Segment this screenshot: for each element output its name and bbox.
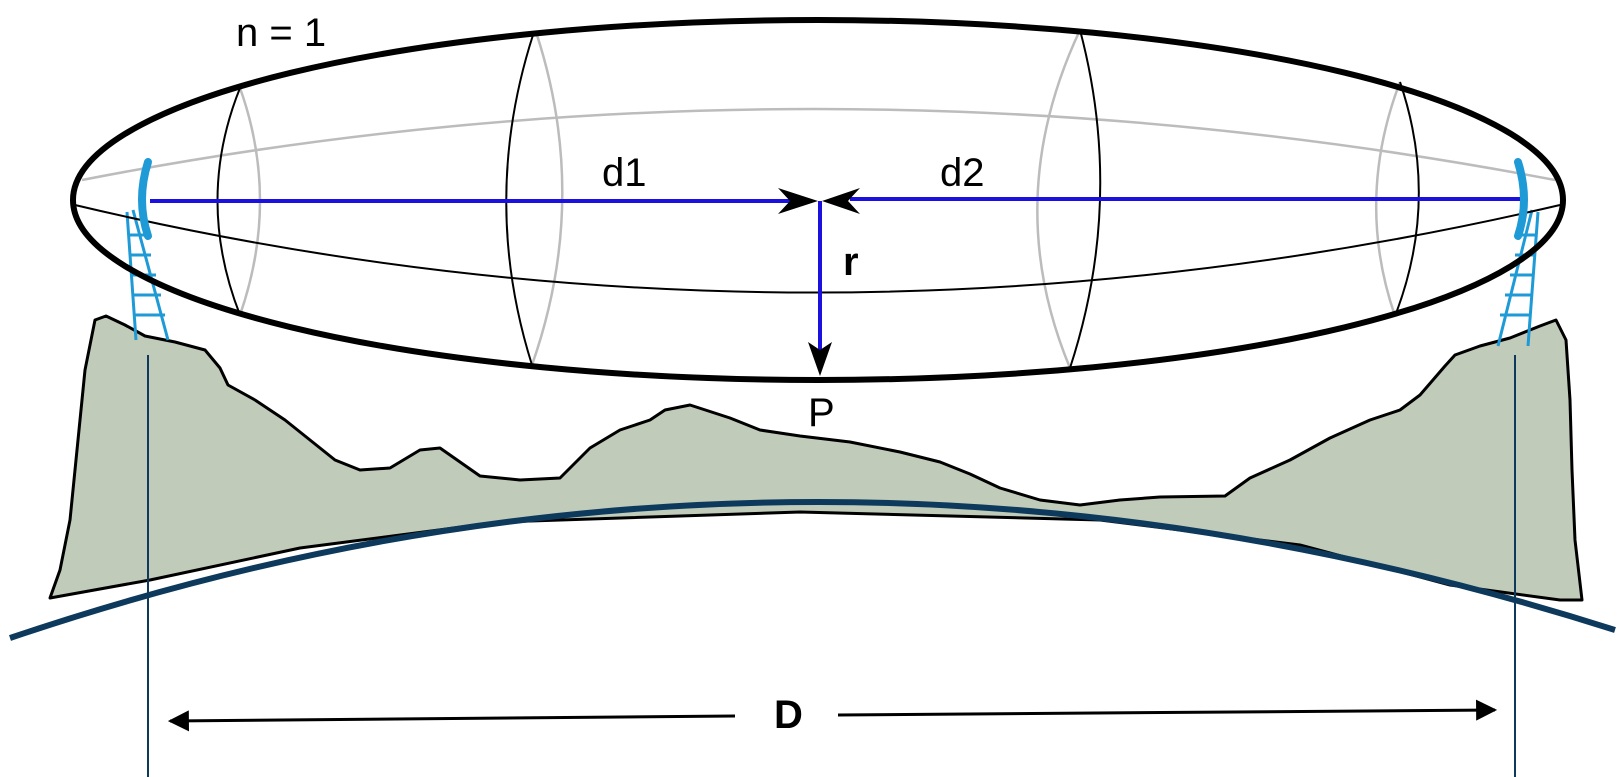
d1-label: d1 [602,151,647,195]
r-arrowhead-icon [808,342,832,376]
d-distance-arrow-left [167,710,736,732]
left-antenna-tower-icon [125,209,170,341]
d-distance-arrow-right [837,699,1498,721]
d1-arrowhead-icon [778,188,818,214]
r-label: r [843,240,859,284]
d-distance-label: D [774,693,803,737]
n-label: n = 1 [236,11,326,55]
d2-label: d2 [940,151,985,195]
left-antenna-dish-icon [138,158,152,240]
earth-curvature-line [9,498,1616,641]
d2-arrowhead-icon [822,188,860,214]
right-antenna-dish-icon [1514,158,1528,240]
fresnel-ellipsoid-outline [70,17,1566,383]
p-label: P [808,391,835,435]
